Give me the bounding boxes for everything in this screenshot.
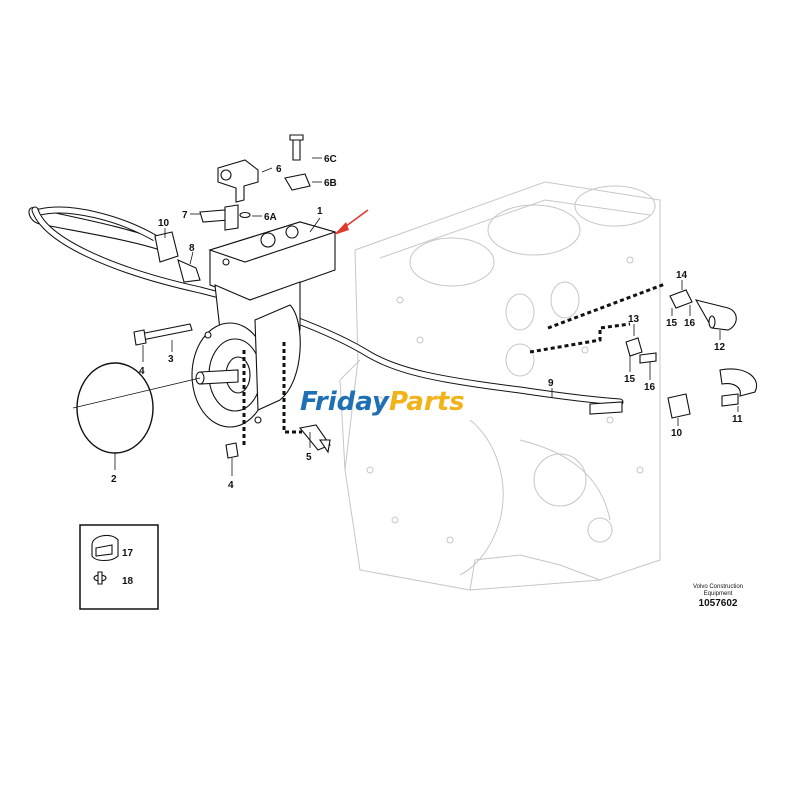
watermark: FridayParts <box>300 387 465 417</box>
callout-11: 11 <box>732 414 743 425</box>
callout-16b: 16 <box>644 382 656 393</box>
callout-6c: 6C <box>324 154 337 165</box>
pipe-9 <box>28 206 624 406</box>
callout-5: 5 <box>306 452 312 463</box>
caption-block: Volvo Construction Equipment 1057602 <box>693 584 743 609</box>
callout-10b: 10 <box>671 428 683 439</box>
air-compressor <box>191 221 337 428</box>
callout-4a: 4 <box>139 366 145 377</box>
callout-8: 8 <box>189 243 195 254</box>
callout-6b: 6B <box>324 178 337 189</box>
callout-14: 14 <box>676 270 688 281</box>
callout-10a: 10 <box>158 218 170 229</box>
callout-2: 2 <box>111 474 117 485</box>
callout-13: 13 <box>628 314 640 325</box>
callout-6: 6 <box>276 164 282 175</box>
indicator-arrow <box>334 209 369 235</box>
callout-9: 9 <box>548 378 554 389</box>
callout-7: 7 <box>182 210 188 221</box>
dashed-connectors <box>242 282 666 445</box>
right-hoses <box>589 289 758 419</box>
fittings-top <box>154 134 311 283</box>
callout-17: 17 <box>122 548 134 559</box>
callout-6a: 6A <box>264 212 277 223</box>
drawing-number: 1057602 <box>699 598 738 609</box>
bolts <box>133 323 331 459</box>
caption-company-line2: Equipment <box>704 591 733 597</box>
callout-1: 1 <box>317 206 323 217</box>
callout-15a: 15 <box>666 318 678 329</box>
caption-company: Volvo Construction <box>693 584 743 590</box>
callout-3: 3 <box>168 354 174 365</box>
inset-box <box>79 524 159 610</box>
callout-16a: 16 <box>684 318 696 329</box>
engine-block-ghost <box>339 181 661 591</box>
callout-15b: 15 <box>624 374 636 385</box>
callout-labels: 1 2 3 4 4 5 6 6A 6B 6C 7 8 9 10 10 11 12… <box>111 154 743 587</box>
callout-4b: 4 <box>228 480 234 491</box>
callout-12: 12 <box>714 342 726 353</box>
callout-18: 18 <box>122 576 134 587</box>
